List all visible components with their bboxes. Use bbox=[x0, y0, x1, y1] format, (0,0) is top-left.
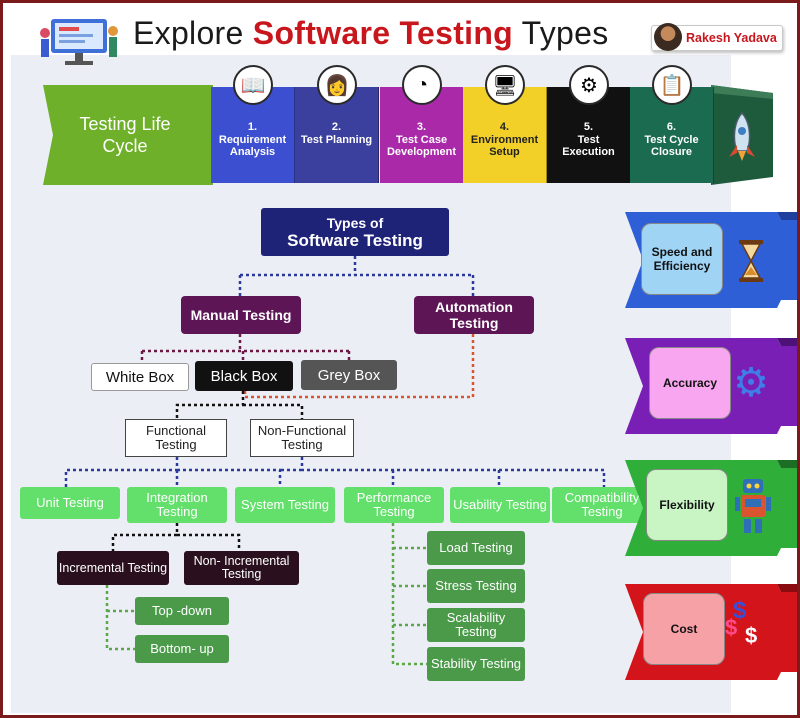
title-highlight: Software Testing bbox=[252, 15, 514, 51]
title-prefix: Explore bbox=[133, 15, 253, 51]
white-box-node: White Box bbox=[91, 363, 189, 391]
root-line1: Types of bbox=[326, 215, 384, 231]
dollar-icon: $ $ $ bbox=[725, 597, 758, 648]
automation-testing-node: Automation Testing bbox=[414, 296, 534, 334]
load-testing-node: Load Testing bbox=[427, 531, 525, 565]
non-functional-testing-node: Non-Functional Testing bbox=[250, 419, 354, 457]
desk-icon: 🖥 bbox=[485, 65, 525, 105]
benefit-card-flexibility: Flexibility bbox=[646, 469, 728, 541]
stress-testing-node: Stress Testing bbox=[427, 569, 525, 603]
stage-number: 2. bbox=[331, 121, 342, 133]
person-laptop-icon: 👩 bbox=[317, 65, 357, 105]
hourglass-icon bbox=[739, 240, 763, 282]
top-down-node: Top -down bbox=[135, 597, 229, 625]
lifecycle-label: Testing Life Cycle bbox=[79, 114, 171, 156]
grey-box-node: Grey Box bbox=[301, 360, 397, 390]
integration-testing-node: Integration Testing bbox=[127, 487, 227, 523]
bottom-up-node: Bottom- up bbox=[135, 635, 229, 663]
author-badge: Rakesh Yadava bbox=[651, 23, 783, 51]
testing-team-illustration bbox=[40, 19, 118, 65]
stage-number: 5. bbox=[583, 121, 594, 133]
title-suffix: Types bbox=[513, 15, 609, 51]
stage-label: Test Case Development bbox=[386, 133, 457, 159]
root-line2: Software Testing bbox=[287, 231, 423, 250]
stage-number: 3. bbox=[416, 121, 427, 133]
stage-number: 6. bbox=[666, 121, 677, 133]
rocket-icon bbox=[729, 111, 755, 161]
performance-testing-node: Performance Testing bbox=[344, 487, 444, 523]
robot-icon bbox=[735, 479, 771, 533]
avatar bbox=[654, 23, 682, 51]
usability-testing-node: Usability Testing bbox=[450, 487, 550, 523]
gears-icon: ⚙ bbox=[569, 65, 609, 105]
manual-testing-node: Manual Testing bbox=[181, 296, 301, 334]
benefit-card-accuracy: Accuracy bbox=[649, 347, 731, 419]
benefit-card-cost: Cost bbox=[643, 593, 725, 665]
stage-label: Test Cycle Closure bbox=[644, 133, 699, 159]
black-box-node: Black Box bbox=[195, 361, 293, 391]
stage-label: Requirement Analysis bbox=[218, 133, 287, 159]
functional-testing-node: Functional Testing bbox=[125, 419, 227, 457]
gear-icon: ⚙ bbox=[733, 361, 769, 405]
stage-number: 1. bbox=[247, 121, 258, 133]
book-icon: 📖 bbox=[233, 65, 273, 105]
stability-testing-node: Stability Testing bbox=[427, 647, 525, 681]
unit-testing-node: Unit Testing bbox=[20, 487, 120, 519]
compatibility-testing-node: Compatibility Testing bbox=[552, 487, 652, 523]
author-name: Rakesh Yadava bbox=[686, 31, 777, 45]
scalability-testing-node: Scalability Testing bbox=[427, 608, 525, 642]
stage-label: Test Execution bbox=[562, 133, 615, 159]
benefit-card-speed: Speed and Efficiency bbox=[641, 223, 723, 295]
gauge-icon: ◔ bbox=[402, 65, 442, 105]
stage-label: Test Planning bbox=[300, 133, 373, 146]
incremental-testing-node: Incremental Testing bbox=[57, 551, 169, 585]
non-incremental-testing-node: Non- Incremental Testing bbox=[184, 551, 299, 585]
stage-number: 4. bbox=[499, 121, 510, 133]
stage-label: Environment Setup bbox=[470, 133, 539, 159]
lifecycle-stage-2: 2.Test Planning bbox=[295, 87, 379, 183]
page-title: Explore Software Testing Types bbox=[133, 15, 609, 52]
system-testing-node: System Testing bbox=[235, 487, 335, 523]
clipboard-icon: 📋 bbox=[652, 65, 692, 105]
tree-connectors bbox=[64, 256, 606, 666]
